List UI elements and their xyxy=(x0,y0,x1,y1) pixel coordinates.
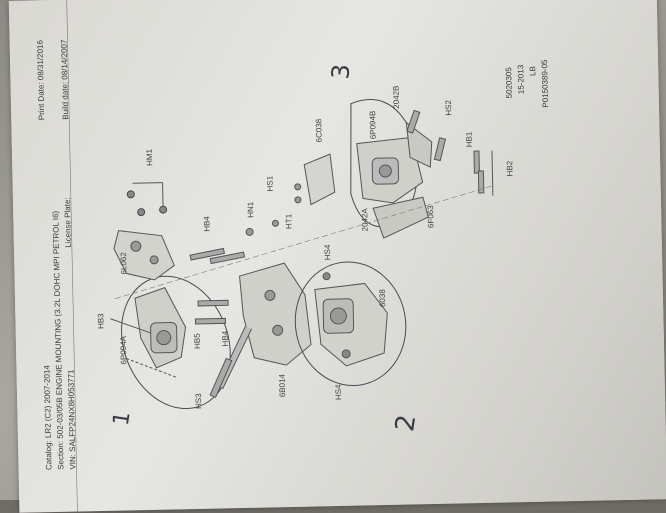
label-hb3: HB3 xyxy=(96,313,105,329)
hm1-nuts xyxy=(127,183,167,216)
label-6l062: 6L062 xyxy=(119,252,128,275)
handwritten-number-3: 3 xyxy=(326,63,355,80)
handwritten-number-1: 1 xyxy=(109,410,136,428)
label-hm1: HM1 xyxy=(145,148,154,166)
label-hb5: HB5 xyxy=(193,333,202,349)
label-hs1: HS1 xyxy=(265,175,274,191)
label-hb2: HB2 xyxy=(505,160,514,176)
label-hb4-top: HB4 xyxy=(202,216,211,232)
label-6p094a: 6P094A xyxy=(119,335,129,364)
label-6b014: 6B014 xyxy=(278,373,287,397)
label-hb1: HB1 xyxy=(465,131,474,147)
bolts-left-group xyxy=(190,248,247,398)
label-hn1: HN1 xyxy=(246,201,255,218)
exploded-diagram: HM1 6L062 HB4 HN1 HS1 HT1 6C038 HS2 HB1 … xyxy=(9,0,666,513)
label-hb4-bottom: HB4 xyxy=(221,330,230,346)
plate-6c038 xyxy=(304,154,335,205)
label-2042a: 2042A xyxy=(360,208,369,232)
label-hs4-bottom: HS4 xyxy=(334,384,343,400)
bracket-6b014 xyxy=(214,263,312,389)
assembly-axis xyxy=(113,186,495,299)
label-hs3: HS3 xyxy=(194,393,203,409)
handwritten-number-2: 2 xyxy=(390,413,422,434)
label-2042b: 2042B xyxy=(392,86,401,109)
label-6038: 6038 xyxy=(378,289,387,308)
parts-diagram-sheet: Catalog: LR2 (C2) 2007-2014 Section: 502… xyxy=(9,0,666,513)
label-hs4-top: HS4 xyxy=(323,244,332,260)
label-ht1: HT1 xyxy=(284,213,293,229)
label-6c038: 6C038 xyxy=(314,118,324,142)
header-divider xyxy=(67,0,78,512)
label-hs2: HS2 xyxy=(444,99,453,115)
label-6f063: 6F063 xyxy=(426,205,435,228)
label-6p094b: 6P094B xyxy=(368,111,378,140)
